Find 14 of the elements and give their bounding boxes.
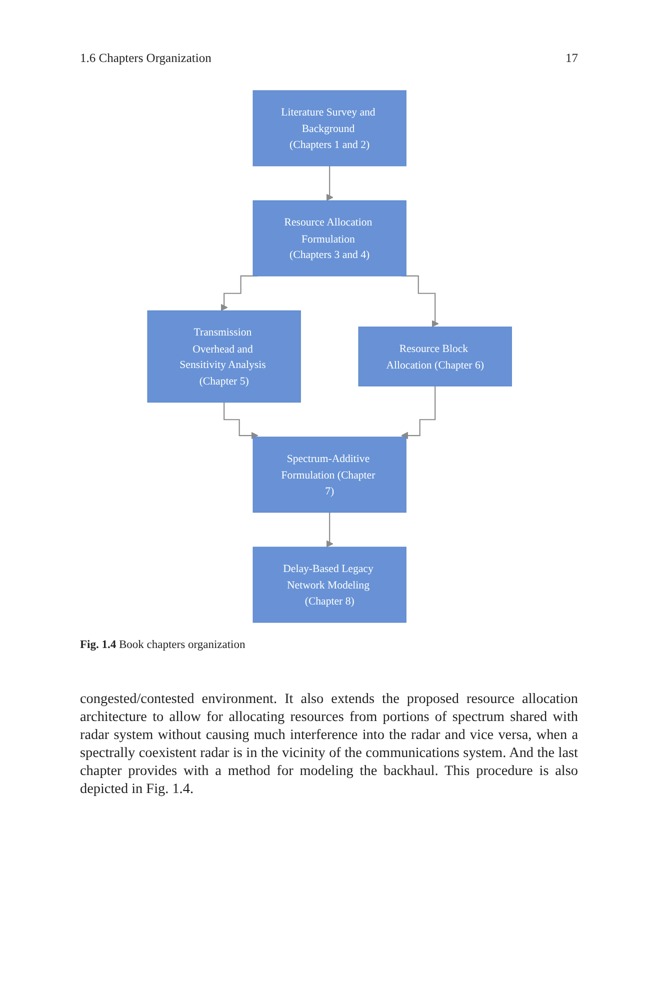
node-box: Delay-Based Legacy Network Modeling (Chapter 8) [253, 546, 407, 623]
arrow [224, 402, 259, 440]
node-box: Transmission Overhead and Sensitivity Analysis (Chapter 5) [148, 310, 302, 403]
arrow [326, 512, 334, 548]
figure-caption: Fig. 1.4 Book chapters organization [80, 638, 246, 653]
page-number: 17 [566, 50, 578, 66]
node-box: Spectrum-Additive Formulation (Chapter 7) [253, 436, 407, 513]
arrow [326, 165, 334, 202]
node-box: Resource Block Allocation (Chapter 6) [358, 326, 512, 386]
node-box: Resource Allocation Formulation (Chapters 3 and 4) [253, 200, 407, 276]
node-box: Literature Survey and Background (Chapters 1 and 2) [253, 90, 407, 166]
body-paragraph: congested/contested environment. It also extends the proposed resource allocation architecture to allow for allocating resources from portions of spectrum shared with radar system without causing much interference into the radar and vice versa, when a spectrally coexistent radar is in the vicinity of the communications system. And the last chapter provides with a method for modeling the backhaul. This procedure is also depicted in Fig. 1.4. [80, 690, 578, 798]
running-header: 1.6 Chapters Organization [80, 50, 212, 66]
arrow [401, 385, 436, 440]
